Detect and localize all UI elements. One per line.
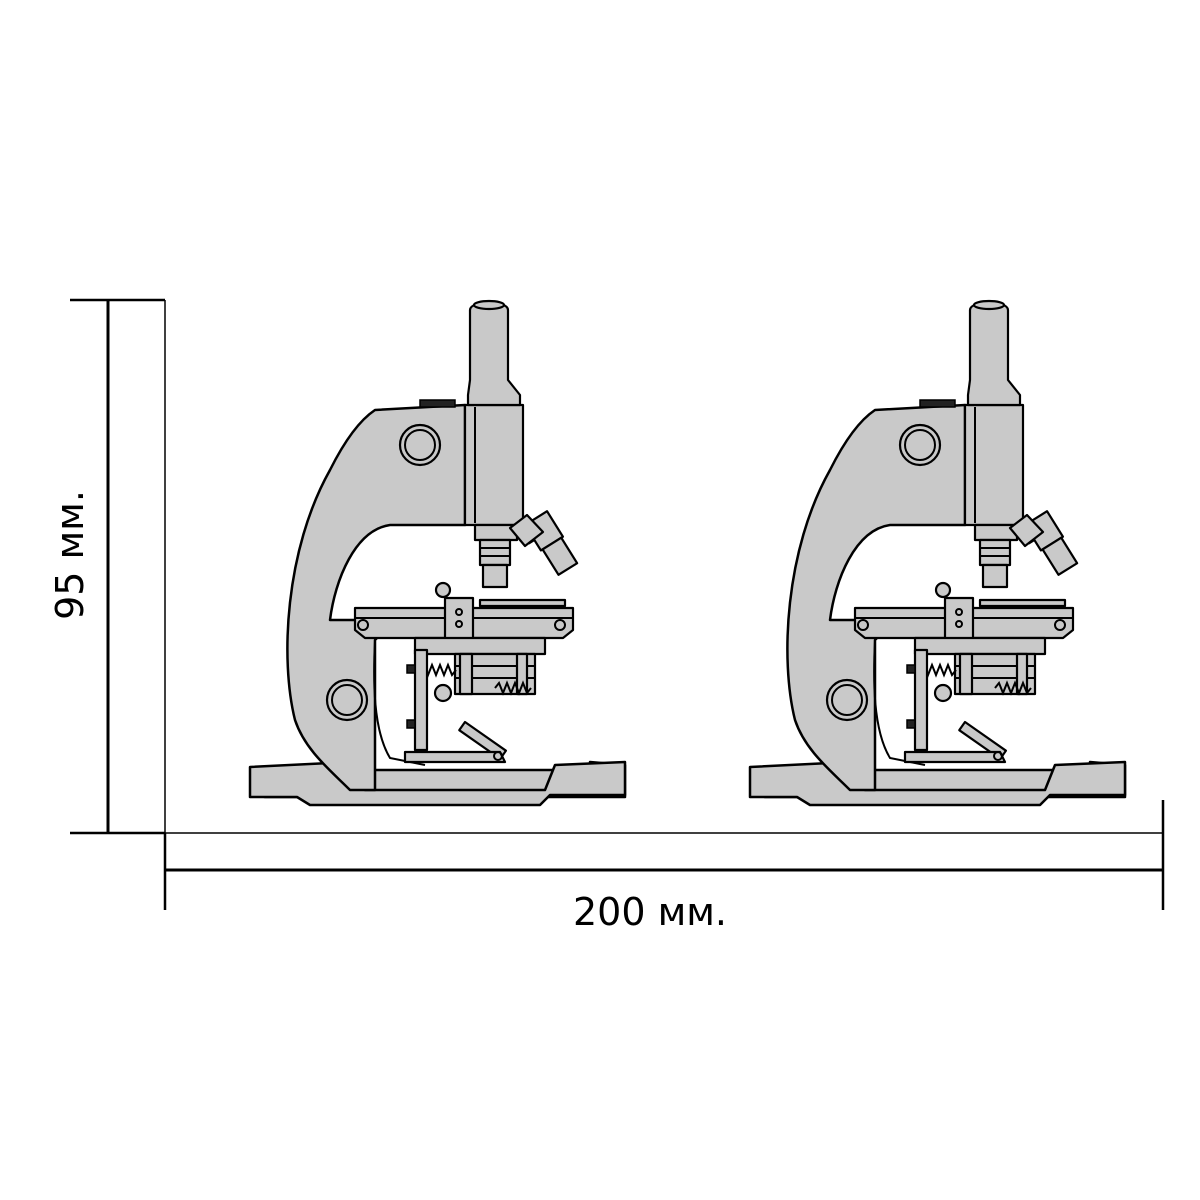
width-dimension: 200 мм. [163, 800, 1165, 934]
height-dimension: 95 мм. [48, 298, 166, 835]
microscope-left [248, 299, 627, 807]
width-label: 200 мм. [573, 890, 727, 934]
height-label: 95 мм. [48, 490, 92, 620]
microscope-right [748, 299, 1127, 807]
